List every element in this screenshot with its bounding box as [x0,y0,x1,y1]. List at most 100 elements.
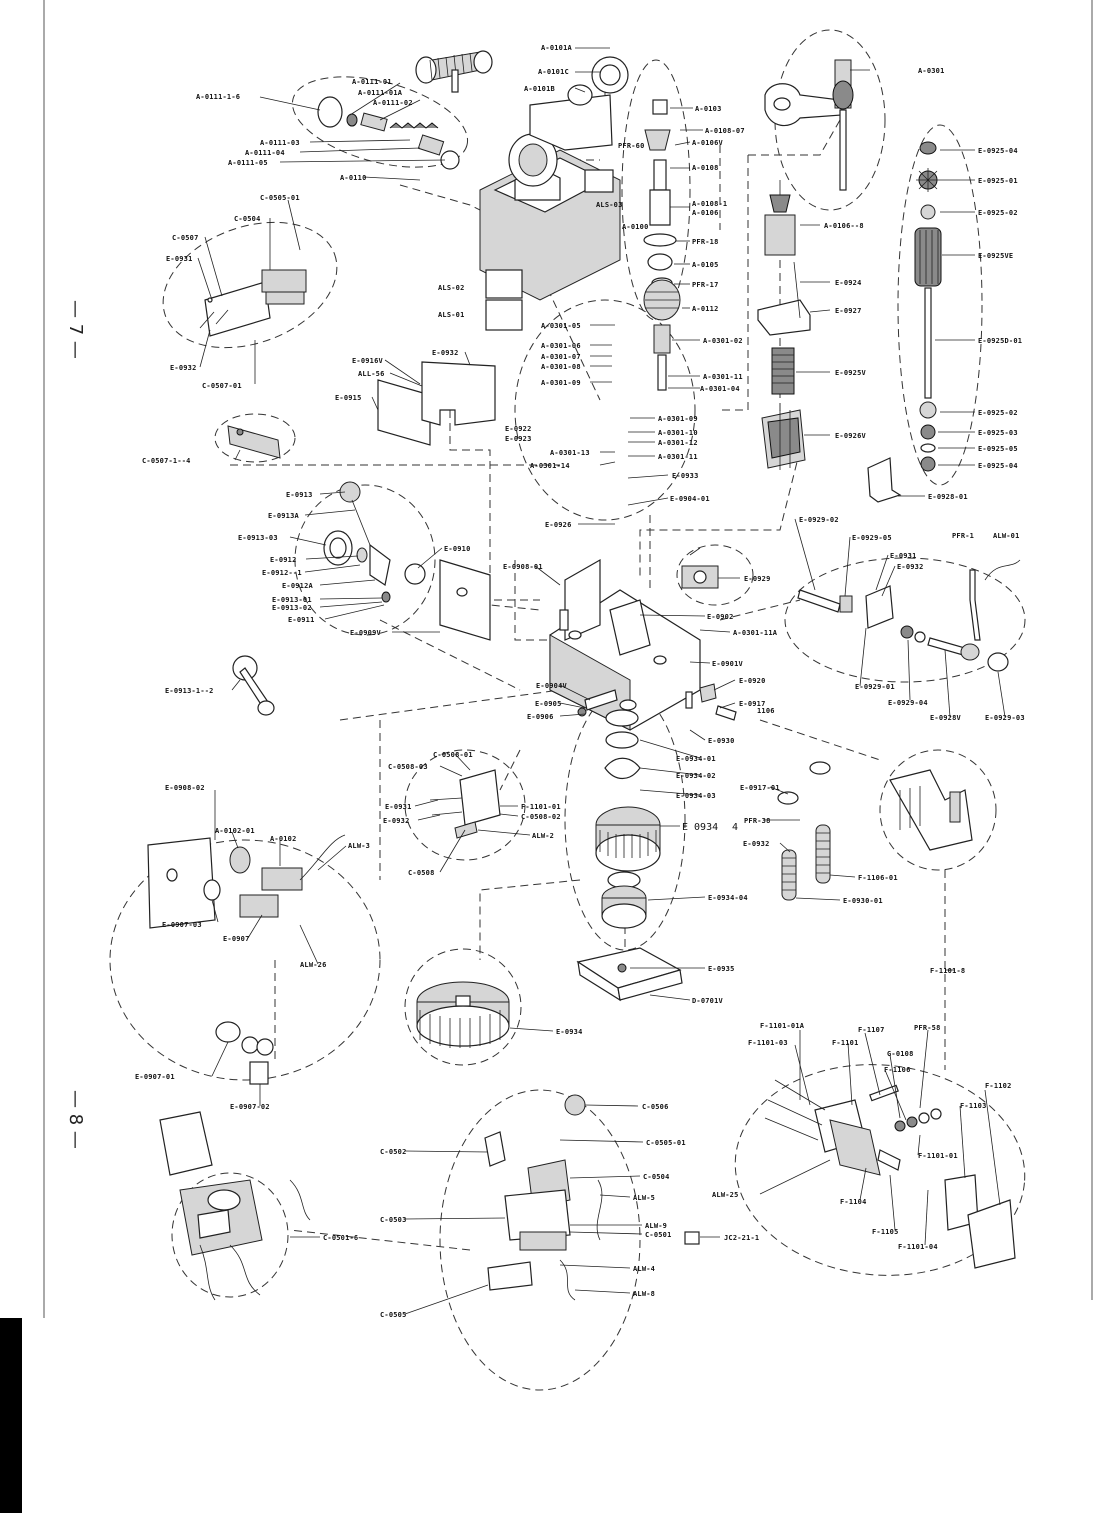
label-all56: ALL-56 [358,370,385,378]
label-a0301-11-b: A-0301-11 [658,453,698,461]
label-c0503: C-0503 [380,1216,407,1224]
label-e0922: E-0922 [505,425,532,433]
label-f1107: F-1107 [858,1026,885,1034]
label-e0934-02: E-0934-02 [676,772,716,780]
scan-binding-edge [0,1318,22,1513]
mechanism-right-circle [889,769,973,851]
label-e0929-01: E-0929-01 [855,683,895,691]
label-e0931-c: E-0931 [385,803,412,811]
label-e0934-03: E-0934-03 [676,792,716,800]
page-mark-8: — 8 — [65,1090,86,1149]
lever-e0913-1-2 [232,655,275,716]
label-e0927: E-0927 [835,307,862,315]
label-d0701v: D-0701V [692,997,723,1005]
label-e0910: E-0910 [444,545,471,553]
switch-c0507-1-4 [227,425,281,459]
label-f1102: F-1102 [985,1082,1012,1090]
microswitch-e0907 [147,834,346,929]
label-e0932-b: E-0932 [432,349,459,357]
solenoid-e0929 [681,547,719,589]
label-e0925ve: E-0925VE [978,252,1013,260]
label-e0912: E-0912 [270,556,297,564]
label-e0930: E-0930 [708,737,735,745]
sleeve-e0907-01 [215,1021,274,1085]
label-alw8: ALW-8 [633,1290,655,1298]
label-a0111-04: A-0111-04 [245,149,285,157]
label-a0108-07: A-0108-07 [705,127,745,135]
label-pfr60: PFR-60 [618,142,645,150]
bracket-c0508 [429,769,501,839]
svg-text:— 8 —: — 8 — [65,1090,86,1149]
label-e0904-01: E-0904-01 [670,495,710,503]
label-a0111-02: A-0111-02 [373,99,413,107]
label-e0925-02: E-0925-02 [978,209,1018,217]
label-e0932-e: E-0932 [383,817,410,825]
label-e0904v: E-0904V [536,682,567,690]
solenoid-assembly-e0929-right [797,559,1021,672]
label-e0913-01: E-0913-01 [272,596,312,604]
label-e0928v: E-0928V [930,714,961,722]
label-f1101-03: F-1101-03 [748,1039,788,1047]
label-e0907: E-0907 [223,935,250,943]
label-a0110: A-0110 [340,174,367,182]
label-f1101-01-b: F-1101-01 [918,1152,958,1160]
label-e0933: E-0933 [672,472,699,480]
label-a0112: A-0112 [692,305,719,313]
label-c0508-02: C-0508-02 [521,813,561,821]
label-e0909v: E-0909V [350,629,381,637]
label-c0507: C-0507 [172,234,199,242]
label-e0924: E-0924 [835,279,862,287]
label-e0908-01: E-0908-01 [503,563,543,571]
part-labels: A-0101A A-0101C A-0101B A-0103 A-0108-07… [135,44,1025,1319]
label-a0105: A-0105 [692,261,719,269]
label-a0101b: A-0101B [524,85,555,93]
vertical-shaft-stack [643,99,681,391]
switch-device-c0501-6 [159,1111,311,1301]
label-c0507-01: C-0507-01 [202,382,242,390]
label-e0912-1: E-0912--1 [262,569,302,577]
label-alw9: ALW-9 [645,1222,667,1230]
label-alw3: ALW-3 [348,842,370,850]
label-e0902: E-0902 [707,613,734,621]
label-1106: 1106 [757,707,775,715]
label-a0111-01a: A-0111-01A [358,89,403,97]
stator-e0926v [761,409,806,470]
label-als03: ALS-03 [596,201,623,209]
label-f1105: F-1105 [872,1228,899,1236]
label-a0106-8: A-0106--8 [824,222,864,230]
bracket-e0928-01 [867,457,902,503]
label-e0929: E-0929 [744,575,771,583]
label-e0925-02-b: E-0925-02 [978,409,1018,417]
label-c0501-6: C-0501-6 [323,1234,358,1242]
label-g0108: G-0108 [887,1050,914,1058]
label-a0301-09: A-0301-09 [541,379,581,387]
gearbox-e0901v [549,558,701,731]
label-c0504: C-0504 [234,215,261,223]
label-f1101-01a: F-1101-01A [760,1022,805,1030]
label-a0301-09-b: A-0301-09 [658,415,698,423]
armature-e0925v [757,261,811,395]
label-e0917-01: E-0917-01 [740,784,780,792]
label-e0906: E-0906 [527,713,554,721]
label-a0108: A-0108 [692,164,719,172]
page-mark-7: — 7 — [65,300,86,359]
label-pfr18: PFR-18 [692,238,719,246]
label-e0925v: E-0925V [835,369,866,377]
label-e0934-04: E-0934-04 [708,894,748,902]
label-e0926v: E-0926V [835,432,866,440]
label-alw5: ALW-5 [633,1194,655,1202]
label-e0934: E-0934 [556,1028,583,1036]
label-e0925-01: E-0925-01 [978,177,1018,185]
label-a0301-12: A-0301-12 [658,439,698,447]
label-a0301-06: A-0301-06 [541,342,581,350]
gear-stack-e0934 [595,709,661,929]
label-e0907-02: E-0907-02 [230,1103,270,1111]
label-e0925-04-b: E-0925-04 [978,462,1018,470]
label-e0929-04: E-0929-04 [888,699,928,707]
assembly-f1101 [764,1079,1016,1269]
label-pfr1: PFR-1 [952,532,974,540]
panel-e0915 [377,361,496,446]
label-e0913: E-0913 [286,491,313,499]
clip-e0917 [685,683,737,721]
